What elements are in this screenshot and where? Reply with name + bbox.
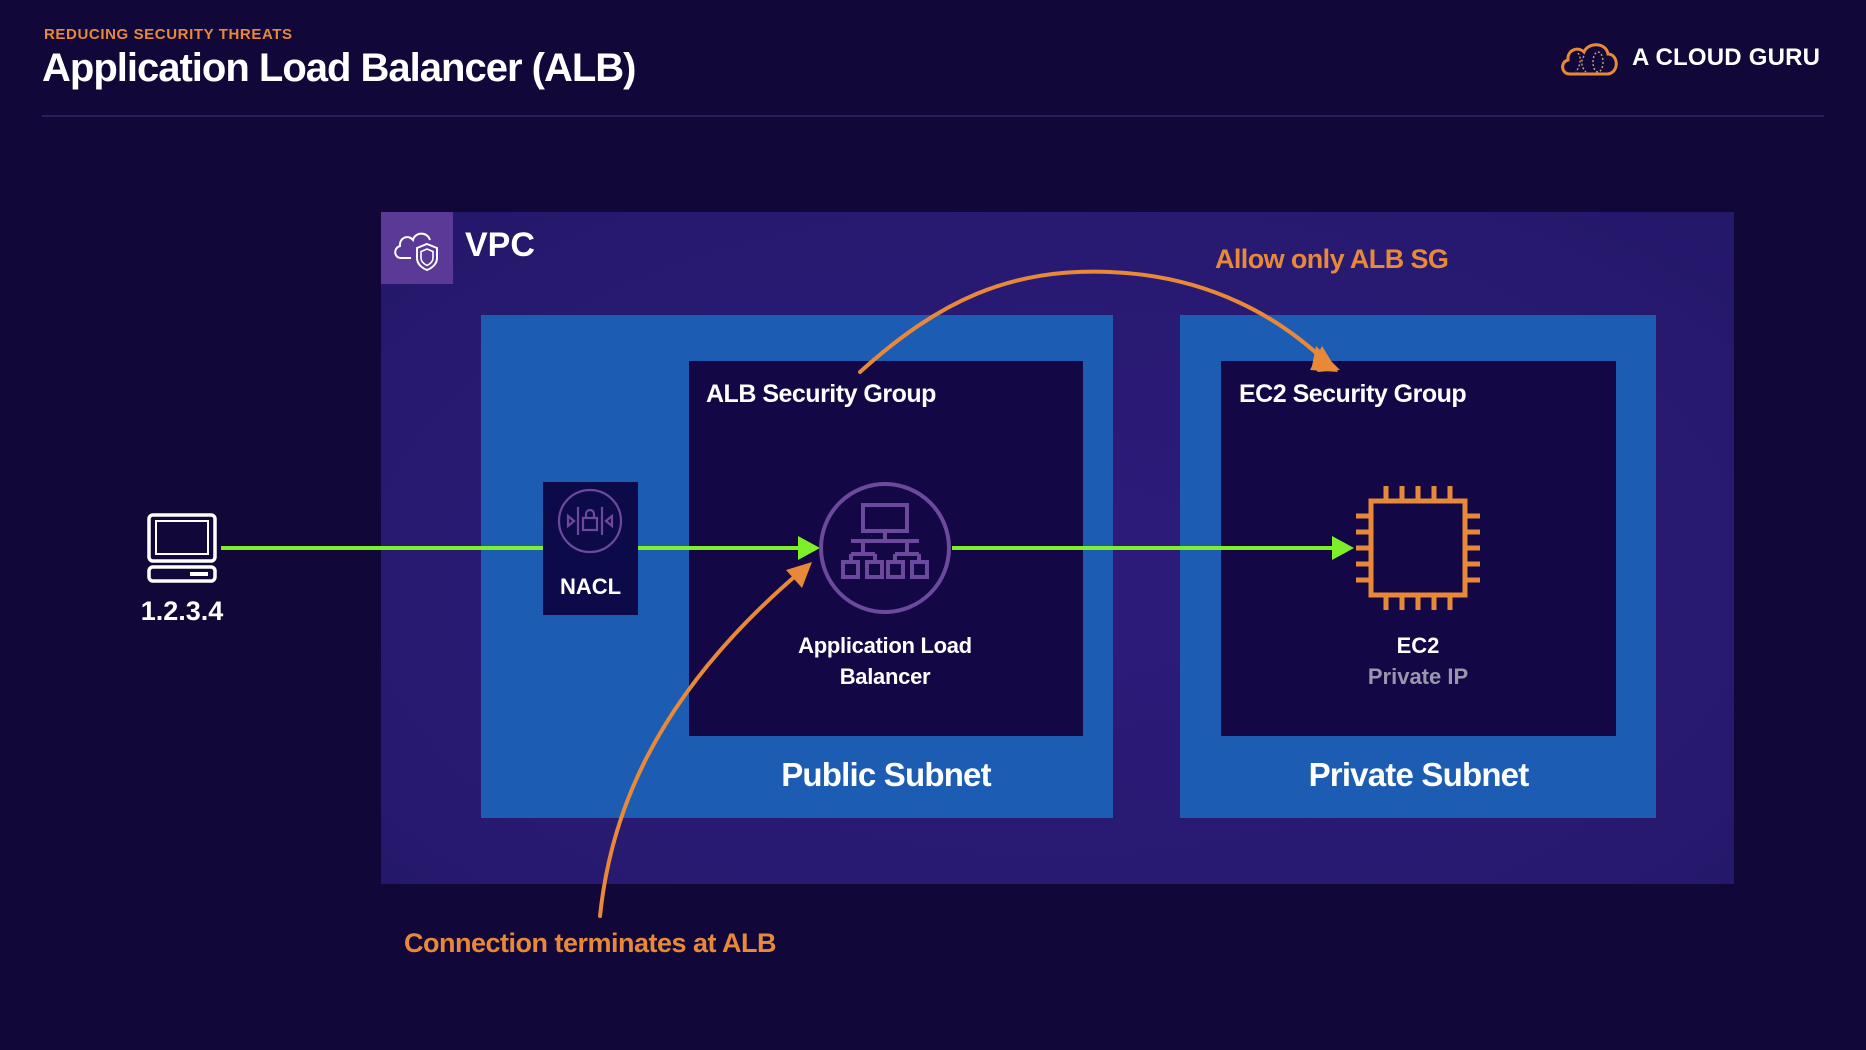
nacl-label: NACL <box>559 574 622 599</box>
client-computer <box>146 512 218 589</box>
brand-name: A CLOUD GURU <box>1632 44 1821 71</box>
alb-label: Application Load Balancer <box>798 633 972 689</box>
laptop-icon <box>147 513 217 583</box>
ec2-name: EC2 <box>1396 633 1440 658</box>
cloud-guru-icon <box>1561 43 1618 76</box>
alb-security-group-label: ALB Security Group <box>706 380 936 408</box>
annotation-connection-terminates: Connection terminates at ALB <box>403 928 777 958</box>
brand-logo: A CLOUD GURU <box>1558 36 1820 80</box>
private-subnet-label: Private Subnet <box>1308 756 1530 793</box>
public-subnet-label: Public Subnet <box>781 756 991 793</box>
client-ip-label: 1.2.3.4 <box>140 596 224 626</box>
ec2-private-ip-label: Private IP <box>1367 664 1469 689</box>
slide-subtitle: REDUCING SECURITY THREATS <box>44 26 293 43</box>
annotation-allow-only-alb-sg: Allow only ALB SG <box>1215 244 1449 274</box>
header-divider <box>42 115 1824 117</box>
vpc-cloud-shield-icon <box>394 232 438 272</box>
vpc-icon-tile <box>381 212 453 284</box>
slide-title: Application Load Balancer (ALB) <box>42 46 636 90</box>
ec2-label: EC2 Private IP <box>1318 630 1518 692</box>
ec2-security-group-label: EC2 Security Group <box>1239 380 1467 408</box>
vpc-label: VPC <box>465 226 535 264</box>
